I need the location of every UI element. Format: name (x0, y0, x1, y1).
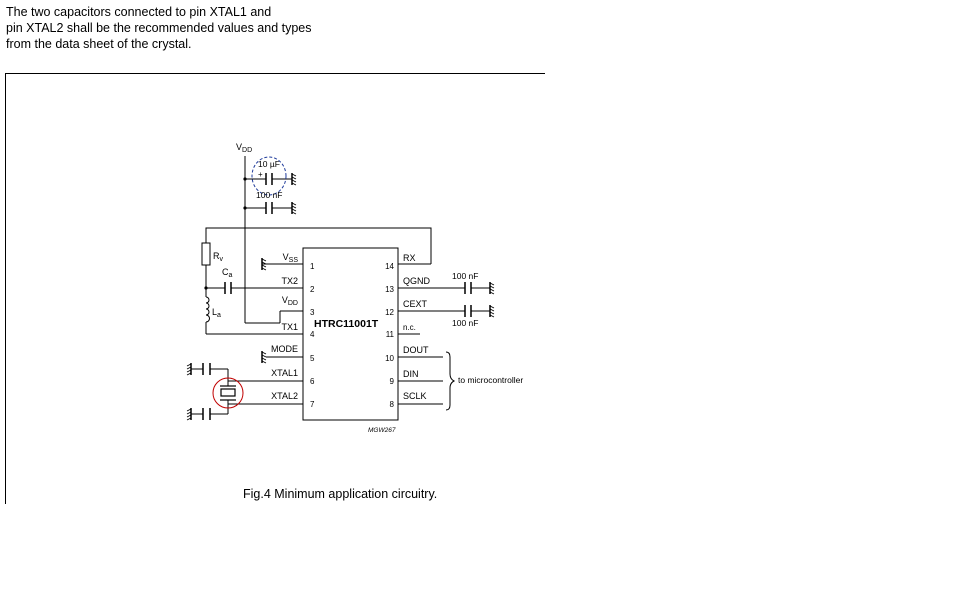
right-pin-leads (398, 263, 465, 405)
pin-4-number: 4 (310, 330, 315, 339)
crystal-network-wires (191, 368, 266, 415)
vdd-rail-wires (244, 156, 292, 324)
pin-12-label: CEXT (403, 299, 428, 309)
pin-7-label: XTAL2 (271, 391, 298, 401)
ground-xtal1-cap (186, 362, 192, 376)
ground-xtal2-cap (186, 407, 192, 421)
ic-name: HTRC11001T (314, 318, 379, 330)
pin-6-label: XTAL1 (271, 368, 298, 378)
cap-100nf-cext-label: 100 nF (452, 318, 478, 328)
pin-9-number: 9 (390, 377, 395, 386)
cap-100nf-supply-label: 100 nF (256, 190, 282, 200)
rx-loop-wire (205, 227, 432, 264)
pin-7-number: 7 (310, 400, 315, 409)
right-pin-labels: RX QGND CEXT n.c. DOUT DIN SCLK (403, 253, 431, 401)
crystal-symbol (220, 385, 236, 401)
pin-14-label: RX (403, 253, 416, 263)
pin-11-label: n.c. (403, 323, 416, 332)
highlight-circle-crystal (212, 377, 244, 409)
vdd-supply-label: VDD (236, 142, 252, 154)
cap-10uf-label: 10 µF (258, 159, 280, 169)
pin-4-label: TX1 (281, 322, 298, 332)
capacitor-100nf-supply (265, 202, 273, 214)
ca-label: Ca (222, 267, 233, 279)
frame-left-border (5, 73, 6, 504)
right-pin-numbers: 14 13 12 11 10 9 8 (385, 262, 394, 409)
pin-3-label: VDD (282, 295, 298, 307)
inductor-la (205, 296, 210, 323)
cap-100nf-qgnd-label: 100 nF (452, 271, 478, 281)
pin-8-number: 8 (390, 400, 395, 409)
la-label: La (212, 307, 221, 319)
pin-10-number: 10 (385, 354, 394, 363)
pin-13-number: 13 (385, 285, 394, 294)
pin-2-number: 2 (310, 285, 315, 294)
pin-5-label: MODE (271, 344, 298, 354)
capacitor-ca (224, 282, 232, 294)
capacitor-xtal1 (202, 363, 211, 375)
ground-mode (261, 350, 267, 364)
pin-1-number: 1 (310, 262, 315, 271)
left-pin-numbers: 1 2 3 4 5 6 7 (310, 262, 315, 409)
note-line-3: from the data sheet of the crystal. (6, 37, 192, 51)
highlight-circle-10uf (251, 156, 287, 196)
pin-1-label: VSS (283, 252, 299, 264)
capacitor-xtal2 (202, 408, 211, 420)
pin-8-label: SCLK (403, 391, 427, 401)
capacitor-qgnd (464, 282, 472, 294)
ground-10uf (291, 172, 297, 186)
note-line-2: pin XTAL2 shall be the recommended value… (6, 21, 312, 35)
frame-top-border (5, 73, 545, 74)
ic-body (302, 247, 399, 421)
ref-code: MGW267 (368, 427, 396, 434)
pin-13-label: QGND (403, 276, 431, 286)
pin-6-number: 6 (310, 377, 315, 386)
brace-to-microcontroller (445, 351, 456, 411)
pin-12-number: 12 (385, 308, 394, 317)
rv-label: Rv (213, 251, 224, 263)
figure-caption: Fig.4 Minimum application circuitry. (243, 487, 438, 501)
resistor-rv (201, 242, 211, 266)
to-microcontroller-label: to microcontroller (458, 375, 523, 385)
note-text: The two capacitors connected to pin XTAL… (6, 4, 386, 52)
left-pin-labels: VSS TX2 VDD TX1 MODE XTAL1 XTAL2 (271, 252, 298, 401)
pin-3-number: 3 (310, 308, 315, 317)
pin-14-number: 14 (385, 262, 394, 271)
ground-100nf-supply (291, 201, 297, 215)
junction-dot-vdd-2 (243, 206, 247, 210)
left-network-wires (205, 265, 281, 335)
pin-11-number: 11 (386, 330, 395, 339)
cap-10uf-plus: + (258, 170, 263, 179)
capacitor-cext (464, 305, 472, 317)
pin-5-number: 5 (310, 354, 315, 363)
capacitor-10uf (265, 173, 273, 185)
pin-9-label: DIN (403, 369, 419, 379)
ground-qgnd (489, 281, 495, 295)
note-line-1: The two capacitors connected to pin XTAL… (6, 5, 272, 19)
ground-cext (489, 304, 495, 318)
pin-2-label: TX2 (281, 276, 298, 286)
junction-dot-tx2 (204, 286, 208, 290)
pin-10-label: DOUT (403, 345, 429, 355)
junction-dot-vdd-1 (243, 177, 247, 181)
